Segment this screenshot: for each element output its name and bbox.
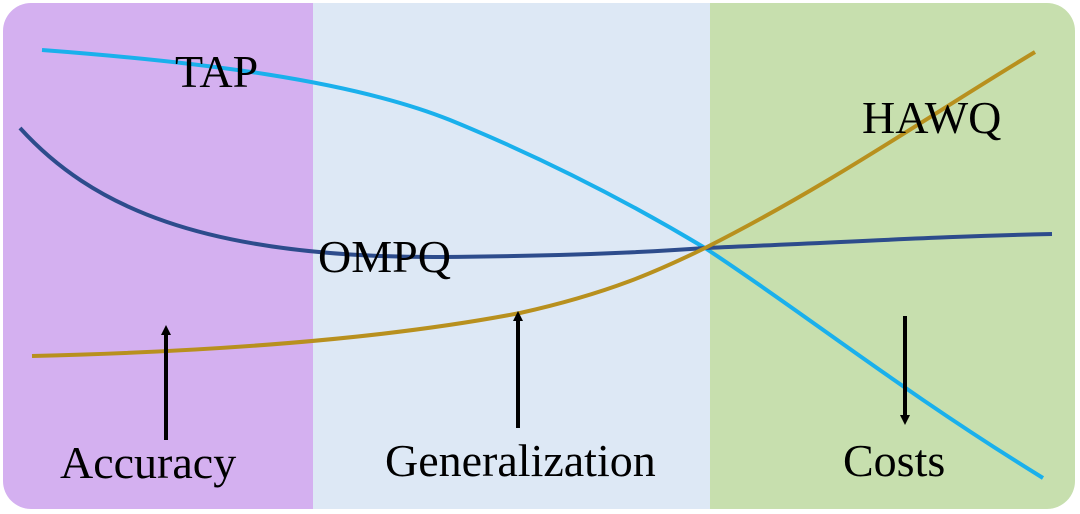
diagram-frame: TAP HAWQ OMPQ Accuracy Generalization Co…: [3, 3, 1075, 509]
accuracy-label: Accuracy: [60, 437, 236, 488]
tap-label: TAP: [175, 46, 258, 97]
ompq-curve: [18, 126, 1053, 260]
costs-label: Costs: [843, 435, 945, 486]
tap-curve: [41, 48, 1045, 480]
costs-region: [710, 3, 1075, 509]
generalization-label: Generalization: [385, 435, 656, 486]
tradeoff-diagram: TAP HAWQ OMPQ Accuracy Generalization Co…: [3, 3, 1075, 509]
accuracy-region: [3, 3, 313, 509]
ompq-label: OMPQ: [318, 231, 451, 282]
hawq-curve: [31, 50, 1037, 358]
hawq-label: HAWQ: [862, 92, 1001, 143]
